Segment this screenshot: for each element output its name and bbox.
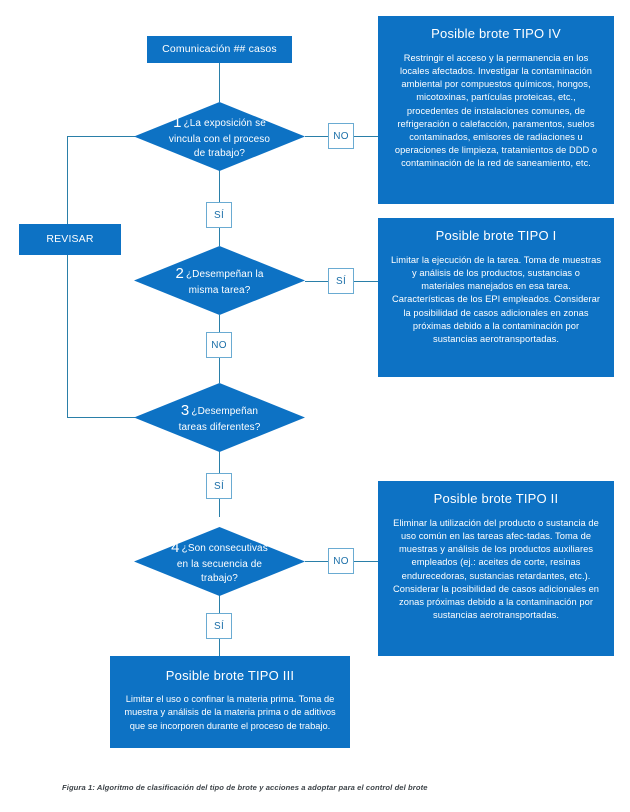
- flag-d3-si-label: SÍ: [213, 480, 225, 492]
- flag-d3-si: SÍ: [206, 473, 232, 499]
- figure-caption: Figura 1: Algoritmo de clasificación del…: [62, 783, 428, 792]
- decision-4-number: 4: [171, 538, 180, 556]
- decision-1[interactable]: 1¿La exposición se vincula con el proces…: [134, 102, 305, 171]
- connector-no4-to-panel3: [354, 561, 378, 562]
- flag-d2-si: SÍ: [328, 268, 354, 294]
- decision-3[interactable]: 3¿Desempeñan tareas diferentes?: [134, 383, 305, 452]
- connector-no1-to-panel1: [354, 136, 378, 137]
- connector-d1-to-no: [305, 136, 328, 137]
- decision-3-number: 3: [180, 401, 190, 419]
- flag-d2-no: NO: [206, 332, 232, 358]
- outcome-title-tipo-iii: Posible brote TIPO III: [165, 668, 295, 683]
- outcome-panel-tipo-i: Posible brote TIPO I Limitar la ejecució…: [378, 218, 614, 377]
- outcome-panel-tipo-ii: Posible brote TIPO II Eliminar la utiliz…: [378, 481, 614, 656]
- start-box[interactable]: Comunicación ## casos: [147, 36, 292, 63]
- flag-d4-no-label: NO: [333, 555, 349, 567]
- connector-si4-to-tipo3: [219, 639, 220, 656]
- flag-d4-si: SÍ: [206, 613, 232, 639]
- flag-d4-no: NO: [328, 548, 354, 574]
- connector-start-to-d1: [219, 62, 220, 102]
- flag-d2-no-label: NO: [211, 339, 227, 351]
- start-box-label: Comunicación ## casos: [162, 43, 277, 56]
- decision-3-text: 3¿Desempeñan tareas diferentes?: [134, 383, 305, 452]
- decision-4-text: 4¿Son consecutivas en la secuencia de tr…: [134, 527, 305, 596]
- outcome-title-tipo-iv: Posible brote TIPO IV: [431, 26, 561, 41]
- flag-d4-si-label: SÍ: [213, 620, 225, 632]
- outcome-body-tipo-i: Limitar la ejecución de la tarea. Toma d…: [390, 254, 602, 345]
- flag-d2-si-label: SÍ: [335, 275, 347, 287]
- connector-d2-to-si: [305, 281, 328, 282]
- connector-d3-to-si: [219, 451, 220, 473]
- outcome-title-tipo-ii: Posible brote TIPO II: [433, 491, 559, 506]
- outcome-panel-tipo-iv: Posible brote TIPO IV Restringir el acce…: [378, 16, 614, 204]
- revisar-label: REVISAR: [46, 233, 94, 246]
- connector-d1-to-si: [219, 170, 220, 202]
- outcome-body-tipo-iv: Restringir el acceso y la permanencia en…: [394, 52, 598, 169]
- connector-d4-to-si: [219, 595, 220, 613]
- decision-1-text: 1¿La exposición se vincula con el proces…: [134, 102, 305, 171]
- flag-d1-no: NO: [328, 123, 354, 149]
- decision-4-question: ¿Son consecutivas en la secuencia de tra…: [176, 542, 268, 584]
- connector-si1-to-d2: [219, 228, 220, 246]
- outcome-title-tipo-i: Posible brote TIPO I: [435, 228, 557, 243]
- outcome-body-tipo-ii: Eliminar la utilización del producto o s…: [392, 517, 600, 621]
- decision-1-question: ¿La exposición se vincula con el proceso…: [168, 117, 271, 159]
- connector-d1-left: [67, 136, 135, 137]
- connector-si2-to-panel2: [354, 281, 378, 282]
- connector-no2-to-d3: [219, 358, 220, 383]
- outcome-body-tipo-iii: Limitar el uso o confinar la materia pri…: [124, 694, 336, 731]
- connector-left-spine: [67, 136, 68, 417]
- flag-d1-no-label: NO: [333, 130, 349, 142]
- decision-4[interactable]: 4¿Son consecutivas en la secuencia de tr…: [134, 527, 305, 596]
- flag-d1-si: SÍ: [206, 202, 232, 228]
- flag-d1-si-label: SÍ: [213, 209, 225, 221]
- decision-2-question: ¿Desempeñan la misma tarea?: [185, 268, 264, 296]
- decision-3-question: ¿Desempeñan tareas diferentes?: [178, 405, 261, 433]
- connector-d4-to-no: [305, 561, 328, 562]
- decision-2-number: 2: [175, 264, 184, 282]
- connector-si3-to-d4: [219, 499, 220, 517]
- connector-left-to-d3: [67, 417, 135, 418]
- decision-2-text: 2¿Desempeñan la misma tarea?: [134, 246, 305, 315]
- outcome-panel-tipo-iii: Posible brote TIPO III Limitar el uso o …: [110, 656, 350, 748]
- decision-1-number: 1: [173, 113, 182, 131]
- revisar-box[interactable]: REVISAR: [19, 224, 121, 255]
- decision-2[interactable]: 2¿Desempeñan la misma tarea?: [134, 246, 305, 315]
- connector-d2-to-no: [219, 315, 220, 332]
